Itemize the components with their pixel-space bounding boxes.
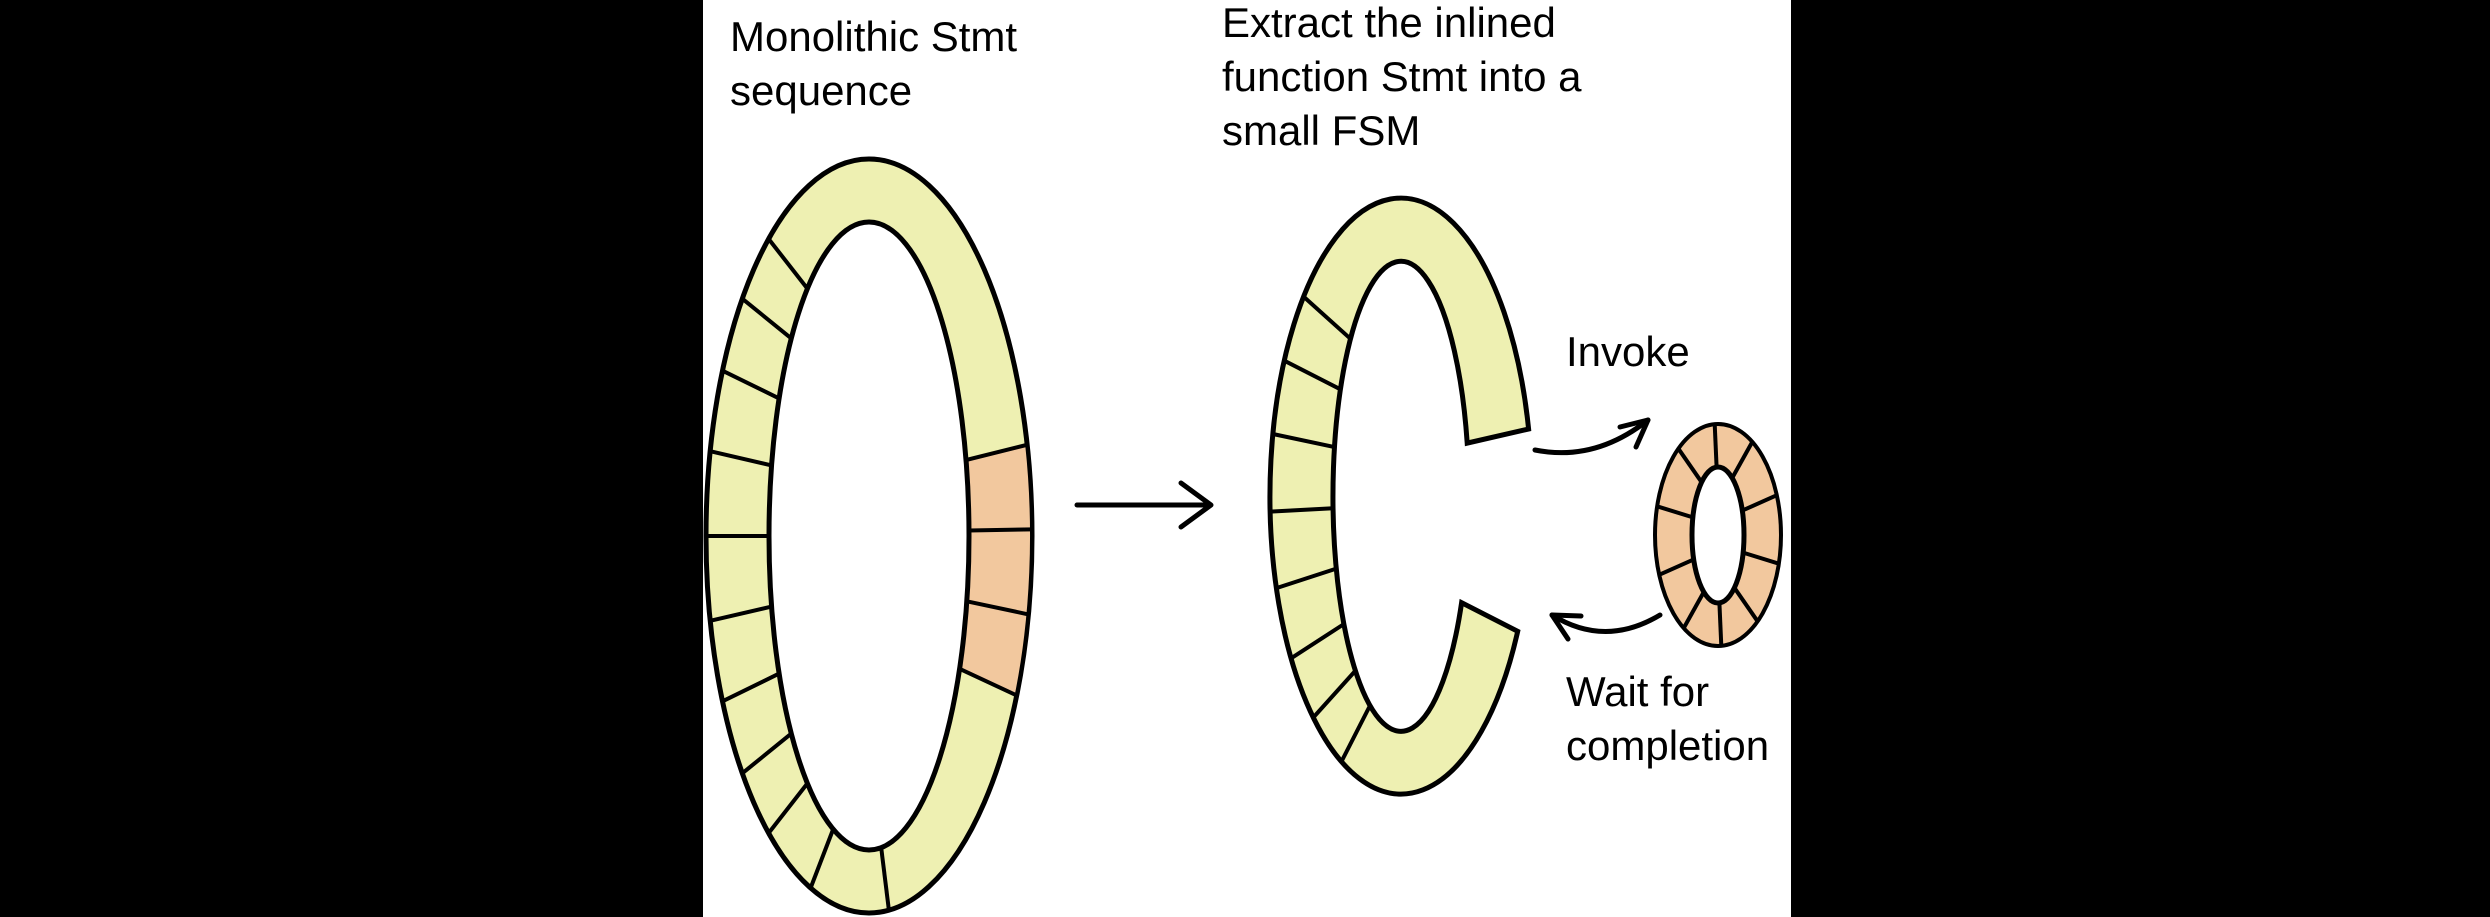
extract-title: Extract the inlined function Stmt into a… bbox=[1222, 0, 1582, 154]
fsm-loop-band bbox=[1267, 195, 1532, 797]
small-fsm-ring-dividers bbox=[1656, 424, 1780, 646]
invoke-label: Invoke bbox=[1566, 328, 1690, 375]
flow-arrow-icon bbox=[1074, 480, 1214, 530]
monolithic-title: Monolithic Stmt sequence bbox=[730, 13, 1018, 114]
small-fsm-ring-hole bbox=[1689, 464, 1747, 606]
monolithic-loop bbox=[703, 156, 1035, 916]
monolithic-loop-dividers bbox=[706, 237, 891, 911]
small-fsm-ring bbox=[1653, 422, 1783, 648]
wait-arrow-icon bbox=[1549, 612, 1663, 642]
wait-label: Wait for completion bbox=[1566, 668, 1770, 769]
fsm-loop-dividers bbox=[1270, 295, 1372, 763]
invoke-arrow-icon bbox=[1532, 417, 1651, 456]
fsm-loop bbox=[1267, 195, 1532, 797]
monolithic-loop-hole bbox=[766, 219, 972, 853]
inlined-segment-dividers bbox=[966, 527, 1033, 617]
